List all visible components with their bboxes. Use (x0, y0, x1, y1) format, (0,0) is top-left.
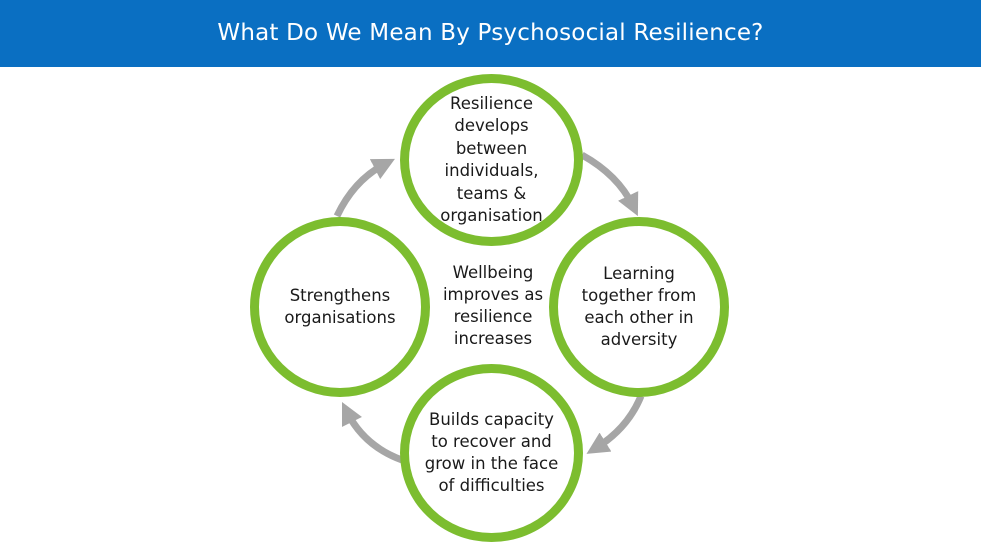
arrow-left-to-top (333, 158, 395, 218)
cycle-node-builds-capacity: Builds capacity to recover and grow in t… (400, 364, 583, 542)
arrow-right-to-bottom (586, 394, 645, 454)
cycle-node-strengthens-organisations: Strengthens organisations (250, 217, 430, 397)
cycle-node-label: Learning together from each other in adv… (581, 264, 697, 349)
cycle-node-label: Builds capacity to recover and grow in t… (424, 410, 559, 495)
page-title: What Do We Mean By Psychosocial Resilien… (217, 19, 764, 46)
cycle-node-resilience-develops: Resilience develops between individuals,… (400, 74, 583, 246)
title-banner: What Do We Mean By Psychosocial Resilien… (0, 0, 981, 67)
cycle-node-learning-together: Learning together from each other in adv… (549, 217, 729, 397)
cycle-node-label: Resilience develops between individuals,… (440, 93, 543, 226)
arrow-top-to-right (580, 151, 639, 217)
arrow-bottom-to-left (341, 401, 404, 464)
cycle-center-label: Wellbeing improves as resilience increas… (442, 263, 544, 348)
cycle-node-label: Strengthens organisations (284, 286, 396, 327)
